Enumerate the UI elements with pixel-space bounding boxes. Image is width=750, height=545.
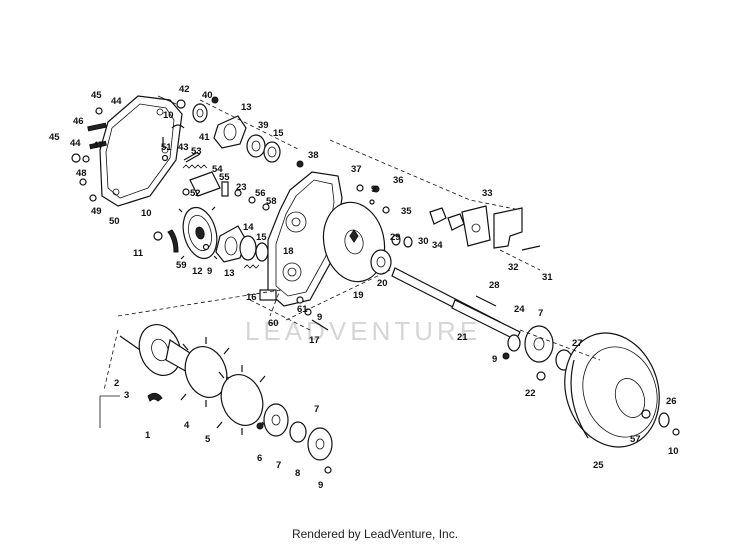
callout-14: 14 (243, 222, 254, 233)
callout-7: 7 (276, 460, 281, 471)
callout-12: 12 (192, 266, 203, 277)
callout-9: 9 (318, 480, 323, 491)
callout-37: 37 (351, 164, 362, 175)
callout-1: 1 (145, 430, 151, 441)
callout-4: 4 (184, 420, 190, 431)
callout-40: 40 (202, 90, 213, 101)
callout-59: 59 (176, 260, 187, 271)
callout-61: 61 (297, 304, 308, 315)
callout-10: 10 (163, 110, 174, 121)
callout-52: 52 (190, 188, 201, 199)
callout-51: 51 (161, 142, 172, 153)
callout-36: 36 (393, 175, 404, 186)
callout-48: 48 (76, 168, 87, 179)
callout-47: 47 (93, 140, 104, 151)
callout-10: 10 (668, 446, 679, 457)
callout-49: 49 (91, 206, 102, 217)
upper-hardware (157, 95, 219, 169)
brake-caliper-parts (370, 205, 541, 275)
callout-15: 15 (256, 232, 267, 243)
alignment-lines (103, 99, 601, 391)
callout-53: 53 (191, 146, 202, 157)
callout-57: 57 (630, 434, 641, 445)
bearing-stack-upper (213, 115, 281, 163)
callout-28: 28 (489, 280, 500, 291)
callout-27: 27 (572, 338, 583, 349)
callout-45: 45 (91, 90, 102, 101)
callout-42: 42 (179, 84, 190, 95)
callout-5: 5 (205, 434, 211, 445)
callout-labels: 45 44 46 47 45 44 48 49 50 42 10 40 41 4… (49, 84, 679, 491)
tensioner-parts (182, 171, 270, 211)
callout-15: 15 (273, 128, 284, 139)
footer-credit: Rendered by LeadVenture, Inc. (291, 527, 459, 541)
callout-20: 20 (377, 278, 388, 289)
callout-41: 41 (199, 132, 210, 143)
callout-23: 23 (236, 182, 247, 193)
callout-34: 34 (432, 240, 443, 251)
callout-44: 44 (70, 138, 81, 149)
callout-54: 54 (212, 164, 223, 175)
secondary-hardware (502, 325, 573, 381)
callout-30: 30 (418, 236, 429, 247)
callout-44: 44 (111, 96, 122, 107)
callout-7: 7 (314, 404, 319, 415)
callout-56: 56 (255, 188, 266, 199)
callout-31: 31 (542, 272, 553, 283)
callout-38: 38 (308, 150, 319, 161)
chaincase-housing (259, 160, 343, 331)
callout-11: 11 (133, 248, 144, 259)
callout-29: 29 (390, 232, 401, 243)
brake-disc (322, 184, 390, 283)
callout-35: 35 (401, 206, 412, 217)
watermark: LEADVENTURE (245, 316, 481, 346)
callout-39: 39 (258, 120, 269, 131)
callout-18: 18 (283, 246, 294, 257)
callout-19: 19 (353, 290, 364, 301)
callout-13: 13 (241, 102, 252, 113)
callout-43: 43 (178, 142, 189, 153)
bearing-stack-lower (256, 403, 333, 474)
callout-45: 45 (49, 132, 60, 143)
track-drive-axle (99, 324, 268, 435)
callout-7: 7 (538, 308, 543, 319)
callout-22: 22 (525, 388, 536, 399)
callout-55: 55 (219, 172, 230, 183)
callout-58: 58 (266, 196, 277, 207)
callout-33: 33 (482, 188, 493, 199)
callout-25: 25 (593, 460, 604, 471)
callout-10: 10 (141, 208, 152, 219)
callout-3: 3 (124, 390, 129, 401)
callout-26: 26 (666, 396, 677, 407)
callout-9: 9 (492, 354, 497, 365)
callout-16: 16 (246, 292, 257, 303)
callout-2: 2 (114, 378, 119, 389)
callout-24: 24 (514, 304, 525, 315)
callout-8: 8 (295, 468, 300, 479)
callout-21: 21 (457, 332, 468, 343)
callout-9: 9 (207, 266, 212, 277)
callout-32: 32 (508, 262, 519, 273)
driven-pulley (564, 332, 680, 448)
drive-sprocket (153, 206, 218, 260)
callout-60: 60 (268, 318, 279, 329)
callout-13: 13 (224, 268, 235, 279)
callout-6: 6 (257, 453, 262, 464)
callout-9: 9 (317, 312, 322, 323)
callout-50: 50 (109, 216, 120, 227)
callout-9: 9 (371, 184, 376, 195)
chaincase-cover (71, 95, 183, 207)
callout-46: 46 (73, 116, 84, 127)
callout-17: 17 (309, 335, 320, 346)
